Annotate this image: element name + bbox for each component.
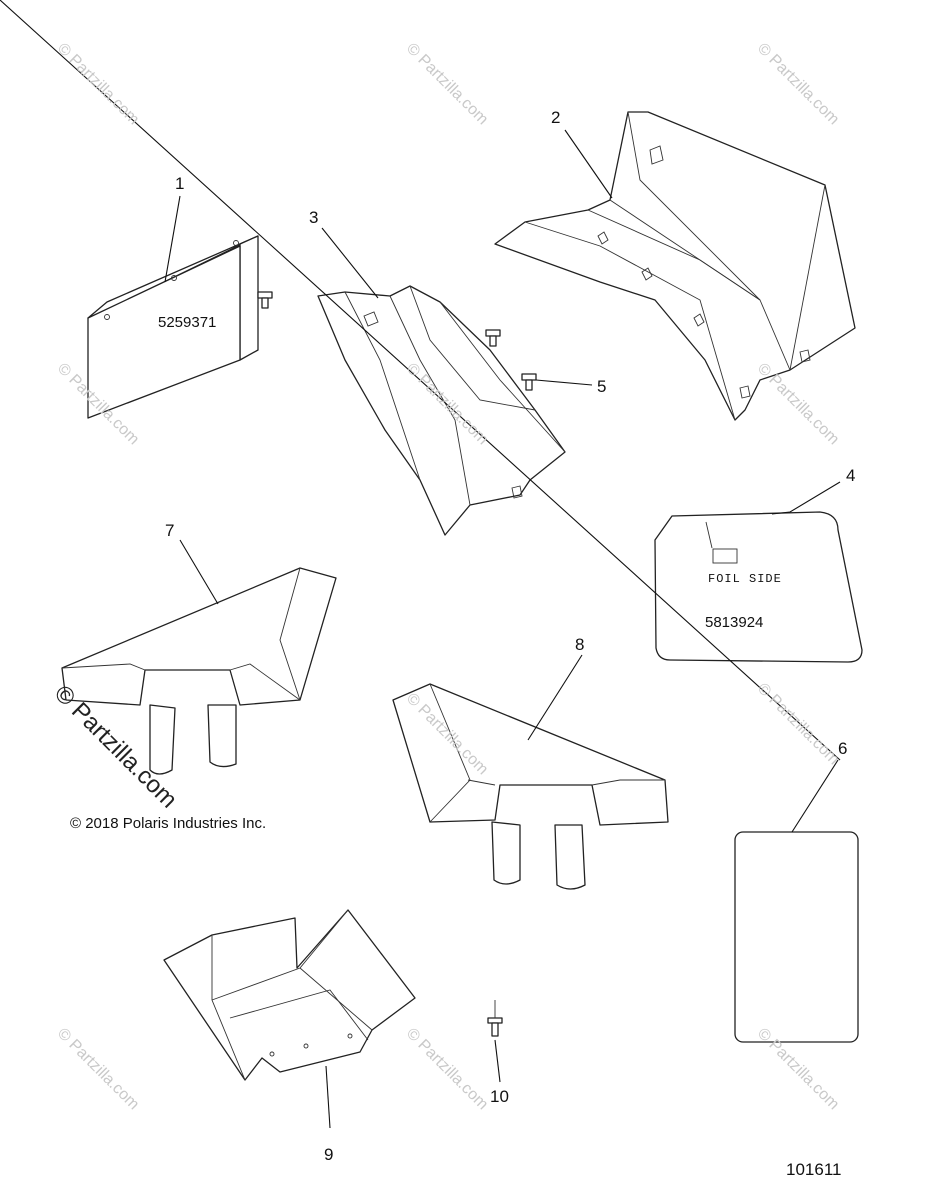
callout-4: 4	[846, 466, 856, 485]
callout-9: 9	[324, 1145, 334, 1164]
part-3-side-panel	[317, 285, 566, 536]
part-4-foil-text: FOIL SIDE	[708, 572, 782, 586]
callout-10: 10	[490, 1087, 509, 1106]
callout-6: 6	[838, 739, 848, 758]
callout-8: 8	[575, 635, 585, 654]
part-1-number: 5259371	[158, 314, 217, 331]
callout-2: 2	[551, 108, 561, 127]
leader-lines	[0, 0, 841, 1129]
part-7-heat-shield	[61, 567, 337, 775]
part-1-panel	[87, 235, 259, 419]
part-2-shroud	[494, 111, 856, 421]
rivet-a	[257, 291, 273, 309]
part-8-heat-shield	[392, 683, 669, 890]
part-5-rivets	[257, 291, 537, 391]
copyright-text: © 2018 Polaris Industries Inc.	[70, 815, 267, 832]
part-9-skid-tray	[163, 909, 416, 1081]
diagram-id: 101611	[786, 1160, 842, 1179]
rivet-c	[521, 373, 537, 391]
part-10-fastener	[487, 1000, 503, 1037]
part-4-number: 5813924	[705, 614, 764, 631]
callout-5: 5	[597, 377, 607, 396]
part-4-foil-decal	[654, 511, 863, 663]
callout-1: 1	[175, 174, 185, 193]
callout-3: 3	[309, 208, 319, 227]
rivet-b	[485, 329, 501, 347]
part-6-label	[734, 831, 859, 1043]
callout-7: 7	[165, 521, 175, 540]
